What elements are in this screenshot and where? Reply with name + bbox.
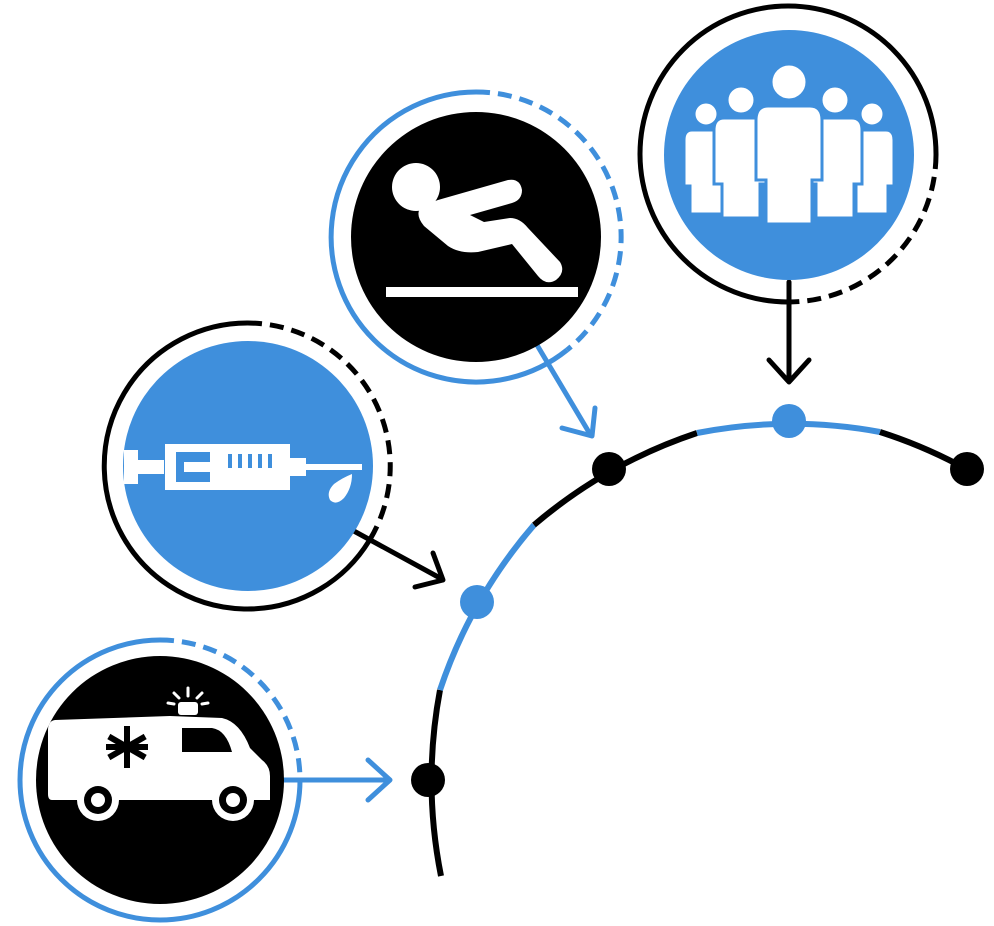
- marker-end[interactable]: [950, 452, 984, 486]
- community-ring: [637, 3, 939, 305]
- vaccine-node[interactable]: [101, 320, 393, 612]
- marker-vaccine[interactable]: [460, 585, 494, 619]
- syringe-icon: [124, 444, 362, 503]
- exercise-ring: [328, 89, 569, 385]
- community-node[interactable]: [637, 3, 939, 305]
- connector-vaccine: [349, 527, 446, 590]
- connector-community: [766, 279, 812, 385]
- marker-ambulance[interactable]: [411, 763, 445, 797]
- situp-icon: [386, 163, 578, 297]
- community-ring-dashed: [788, 154, 939, 305]
- people-group-icon: [682, 62, 896, 226]
- arrow-head-icon: [412, 550, 446, 590]
- timeline-arc: [428, 420, 970, 877]
- arrow-head-icon: [766, 357, 812, 385]
- arrow-head-icon: [365, 757, 393, 803]
- exercise-ring-dashed: [475, 89, 624, 352]
- ambulance-ring-dashed: [159, 637, 303, 781]
- timeline-markers: [411, 404, 984, 797]
- ambulance-ring: [17, 637, 303, 923]
- vaccine-ring: [101, 320, 372, 612]
- ambulance-icon: [48, 686, 270, 821]
- ambulance-node[interactable]: [17, 637, 303, 923]
- arrow-head-icon: [559, 405, 598, 439]
- connector-exercise: [534, 342, 598, 439]
- marker-community[interactable]: [772, 404, 806, 438]
- exercise-node[interactable]: [328, 89, 624, 385]
- marker-exercise[interactable]: [592, 452, 626, 486]
